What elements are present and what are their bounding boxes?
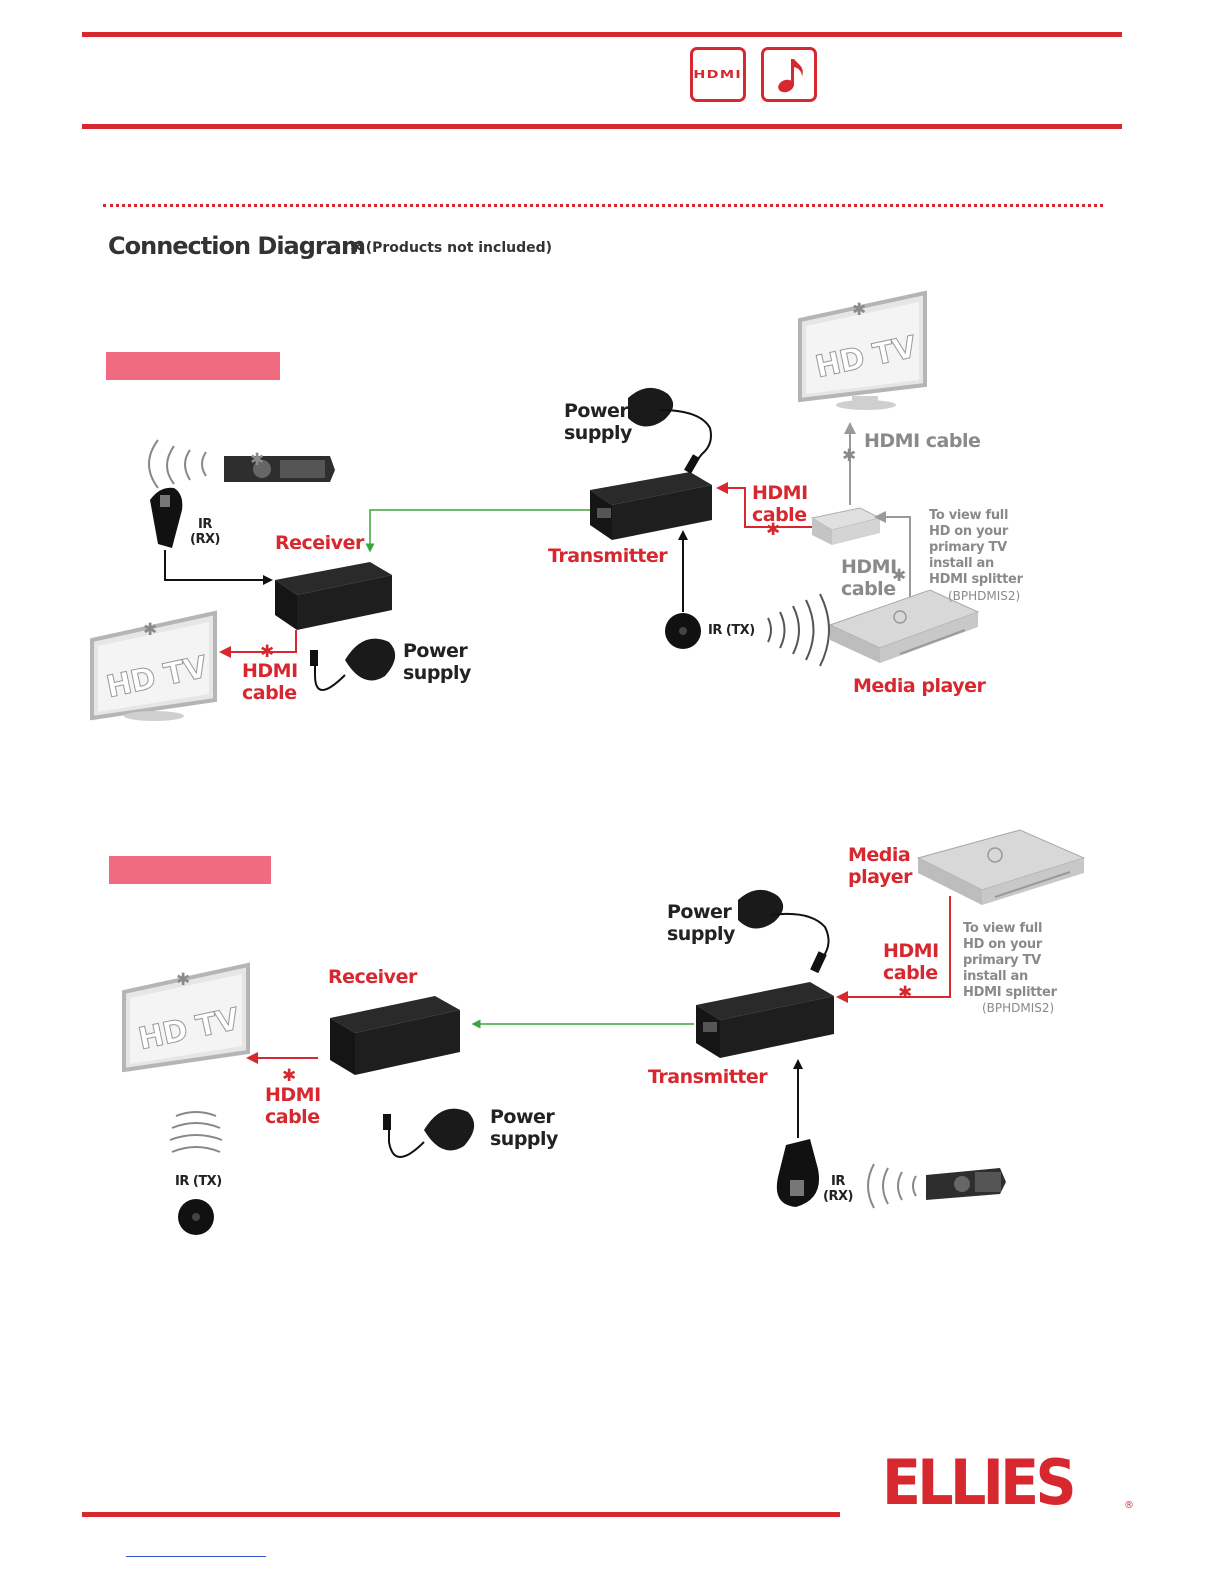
receiver-2 xyxy=(330,996,460,1075)
ir-waves-tx-2 xyxy=(169,1111,223,1153)
label-power-supply-tx-1: Power supply xyxy=(564,400,632,444)
label-hdmi-cable-rx-1: HDMI cable xyxy=(242,660,298,704)
power-supply-rx-2 xyxy=(383,1108,475,1158)
power-supply-tx-2 xyxy=(738,889,830,974)
asterisk-hdmi-rx-2: ✱ xyxy=(282,1066,296,1086)
footer-rule xyxy=(82,1512,840,1517)
power-supply-rx-1 xyxy=(310,638,396,691)
label-hdmi-cable-splitter: HDMI cable xyxy=(841,556,897,600)
ellies-logo: ELLIES xyxy=(882,1446,1077,1519)
transmitter-1 xyxy=(590,472,712,540)
hd-tv-left-1 xyxy=(90,610,217,721)
transmitter-2 xyxy=(696,982,834,1058)
section-bar-2 xyxy=(109,856,271,884)
ir-waves-rx-1 xyxy=(148,439,207,489)
page-title: Connection Diagram xyxy=(108,232,366,260)
remote-control-1 xyxy=(224,456,335,482)
section-bar-1 xyxy=(106,352,280,380)
label-receiver-1: Receiver xyxy=(275,532,364,554)
audio-badge xyxy=(761,47,817,102)
asterisk-hdmi-tx-2: ✱ xyxy=(898,983,912,1003)
splitter-note-1: To view full HD on your primary TV insta… xyxy=(929,508,1023,587)
label-transmitter-1: Transmitter xyxy=(548,545,668,567)
asterisk-hdmi-rx-1: ✱ xyxy=(260,642,274,662)
splitter-note-2: To view full HD on your primary TV insta… xyxy=(963,921,1057,1000)
ir-rx-eye-1 xyxy=(150,487,183,548)
asterisk-hdmi-splitter: ✱ xyxy=(892,566,906,586)
label-hdmi-cable-top: HDMI cable xyxy=(864,430,981,452)
label-power-supply-rx-2: Power supply xyxy=(490,1106,558,1150)
media-player-2 xyxy=(916,829,1086,905)
section-divider xyxy=(103,204,1103,207)
label-hdmi-cable-tx-1: HDMI cable xyxy=(752,482,808,526)
hdmi-splitter xyxy=(810,507,882,545)
ir-tx-emitter-1 xyxy=(665,613,701,649)
splitter-model-2: (BPHDMIS2) xyxy=(982,1001,1055,1015)
ir-waves-tx-1 xyxy=(767,593,830,667)
label-power-supply-rx-1: Power supply xyxy=(403,640,471,684)
products-note-text: (Products not included) xyxy=(365,240,553,256)
ir-rx-eye-2 xyxy=(776,1139,820,1207)
header-top-rule xyxy=(82,32,1122,37)
products-note: ✱(Products not included) xyxy=(350,240,552,256)
remote-control-2 xyxy=(926,1168,1006,1200)
receiver-1 xyxy=(275,562,392,630)
label-power-supply-tx-2: Power supply xyxy=(667,901,735,945)
asterisk-tv-left-2: ✱ xyxy=(176,970,190,990)
asterisk-remote-1: ✱ xyxy=(250,450,264,470)
asterisk-tv-top: ✱ xyxy=(852,300,866,320)
asterisk-tv-left-1: ✱ xyxy=(143,620,157,640)
asterisk-hdmi-top: ✱ xyxy=(842,446,856,466)
label-media-player-2: Media player xyxy=(848,844,913,888)
asterisk-hdmi-tx-1: ✱ xyxy=(766,520,780,540)
header-bottom-rule xyxy=(82,124,1122,129)
label-transmitter-2: Transmitter xyxy=(648,1066,768,1088)
hdmi-logo: HDMI xyxy=(693,68,743,81)
music-note-icon xyxy=(778,58,803,92)
label-ir-rx-1: IR (RX) xyxy=(190,517,220,547)
label-ir-tx-1: IR (TX) xyxy=(708,623,755,638)
power-supply-tx-1 xyxy=(628,387,712,474)
hd-tv-top xyxy=(798,290,927,410)
splitter-model-1: (BPHDMIS2) xyxy=(948,589,1021,603)
label-media-player-1: Media player xyxy=(853,675,986,697)
hdmi-badge: HDMI xyxy=(690,47,746,102)
label-receiver-2: Receiver xyxy=(328,966,417,988)
ir-waves-rx-2 xyxy=(867,1163,917,1209)
label-hdmi-cable-tx-2: HDMI cable xyxy=(883,940,939,984)
footer-link-underline xyxy=(126,1556,266,1557)
label-ir-tx-2: IR (TX) xyxy=(175,1174,222,1189)
label-ir-rx-2: IR (RX) xyxy=(823,1174,853,1204)
hd-tv-left-2 xyxy=(122,962,250,1073)
asterisk-icon: ✱ xyxy=(350,240,362,256)
registered-mark: ® xyxy=(1124,1500,1134,1511)
media-player-1 xyxy=(828,589,980,663)
ir-tx-emitter-2 xyxy=(178,1199,214,1235)
label-hdmi-cable-rx-2: HDMI cable xyxy=(265,1084,321,1128)
